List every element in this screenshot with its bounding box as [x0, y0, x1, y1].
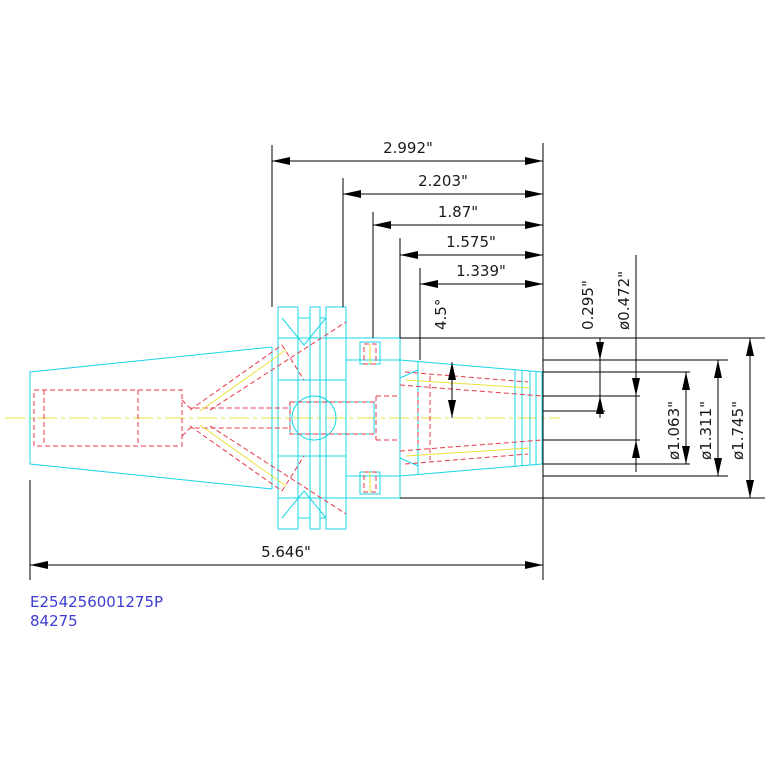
dim-0295: 0.295": [579, 280, 597, 330]
part-number: 84275: [30, 612, 78, 630]
dim-dia1745: ø1.745": [729, 401, 747, 460]
dimension-lines: [29, 143, 765, 580]
dim-1575: 1.575": [446, 233, 496, 251]
dim-5646: 5.646": [261, 543, 311, 561]
center-accents: [199, 344, 531, 492]
dim-dia0472: ø0.472": [615, 271, 633, 330]
dim-2203: 2.203": [418, 172, 468, 190]
taper-shank: [29, 346, 273, 490]
dim-2992: 2.992": [383, 139, 433, 157]
dim-187: 1.87": [438, 203, 478, 221]
hidden-features: [33, 321, 543, 515]
dim-angle: 4.5°: [432, 299, 450, 330]
dim-dia1311: ø1.311": [697, 401, 715, 460]
arrowheads: [30, 157, 754, 569]
dim-dia1063: ø1.063": [665, 401, 683, 460]
part-code: E254256001275P: [30, 593, 164, 611]
dim-1339: 1.339": [456, 262, 506, 280]
